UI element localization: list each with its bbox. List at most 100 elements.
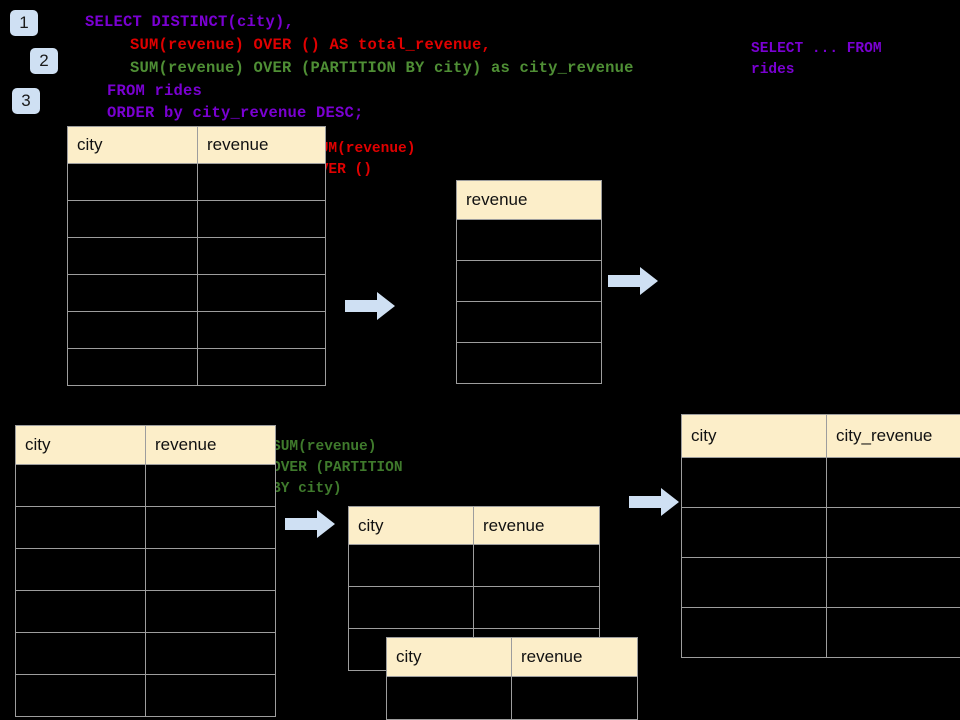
table-cell-empty: [197, 274, 326, 312]
table-cell-empty: [197, 348, 326, 386]
table-row: [15, 590, 276, 633]
table-row: [681, 557, 960, 608]
table-cell-empty: [456, 219, 602, 261]
table-cell-empty: [15, 674, 146, 717]
table-cell-empty: [826, 457, 960, 508]
table-row: [15, 464, 276, 507]
table-row: [456, 301, 602, 343]
table-row: [15, 548, 276, 591]
column-header-city: city: [348, 506, 474, 545]
table-row: [348, 544, 600, 587]
table-row: [456, 260, 602, 302]
table-row: [456, 219, 602, 261]
sql-line-5: ORDER by city_revenue DESC;: [107, 104, 364, 122]
table-cell-empty: [197, 237, 326, 275]
table-cell-empty: [15, 506, 146, 549]
arrow-top-right: [608, 267, 658, 295]
table-cell-empty: [197, 163, 326, 201]
table-cell-empty: [15, 632, 146, 675]
sql-line-3: SUM(revenue) OVER (PARTITION BY city) as…: [130, 59, 634, 77]
sum-over-partition-annotation: SUM(revenue) OVER (PARTITION BY city): [272, 439, 403, 497]
table-cell-empty: [145, 632, 276, 675]
table-row: [67, 311, 326, 349]
step-badge-2: 2: [30, 48, 58, 74]
table-row: [67, 274, 326, 312]
table-cell-empty: [67, 200, 198, 238]
table-cell-empty: [67, 348, 198, 386]
table-row: [67, 348, 326, 386]
table-row: [681, 607, 960, 658]
column-header-revenue: revenue: [145, 425, 276, 465]
table-cell-empty: [681, 457, 827, 508]
table-cell-empty: [473, 586, 600, 629]
table-cell-empty: [681, 507, 827, 558]
table-cell-empty: [681, 607, 827, 658]
table-cell-empty: [15, 548, 146, 591]
table-header-row: revenue: [456, 180, 602, 220]
table-cell-empty: [348, 586, 474, 629]
column-header-city: city: [386, 637, 512, 677]
table-cell-empty: [15, 590, 146, 633]
table-row: [15, 674, 276, 717]
table-cell-empty: [197, 200, 326, 238]
column-header-revenue: revenue: [456, 180, 602, 220]
sum-over-empty-annotation: SUM(revenue) OVER (): [311, 141, 416, 178]
table-cell-empty: [145, 506, 276, 549]
select-from-rides-annotation: SELECT ... FROM rides: [751, 41, 882, 78]
arrow-bottom-right: [629, 488, 679, 516]
step-badge-3: 3: [12, 88, 40, 114]
sql-line-1: SELECT DISTINCT(city),: [85, 13, 295, 31]
table-cell-empty: [15, 464, 146, 507]
table-cell-empty: [67, 311, 198, 349]
column-header-city: city: [15, 425, 146, 465]
table-cell-empty: [67, 237, 198, 275]
table-cell-empty: [456, 342, 602, 384]
table-cell-empty: [348, 544, 474, 587]
table-row: [67, 200, 326, 238]
column-header-city_revenue: city_revenue: [826, 414, 960, 458]
sql-line-2: SUM(revenue) OVER () AS total_revenue,: [130, 36, 492, 54]
table-row: [15, 632, 276, 675]
arrow-bottom-left: [285, 510, 335, 538]
column-header-city: city: [681, 414, 827, 458]
table-cell-empty: [456, 301, 602, 343]
table-cell-empty: [456, 260, 602, 302]
table-cell-empty: [681, 557, 827, 608]
total-revenue-table: revenue: [456, 180, 602, 384]
table-cell-empty: [67, 274, 198, 312]
column-header-revenue: revenue: [511, 637, 638, 677]
table-cell-empty: [386, 676, 512, 720]
table-row: [456, 342, 602, 384]
table-cell-empty: [145, 464, 276, 507]
table-row: [348, 586, 600, 629]
table-row: [67, 237, 326, 275]
arrow-top-left: [345, 292, 395, 320]
column-header-revenue: revenue: [473, 506, 600, 545]
table-row: [681, 507, 960, 558]
table-row: [15, 506, 276, 549]
table-cell-empty: [197, 311, 326, 349]
table-cell-empty: [145, 674, 276, 717]
column-header-city: city: [67, 126, 198, 164]
table-row: [67, 163, 326, 201]
table-cell-empty: [473, 544, 600, 587]
sql-line-4: FROM rides: [107, 82, 203, 100]
table-cell-empty: [511, 676, 638, 720]
table-cell-empty: [826, 607, 960, 658]
table-cell-empty: [67, 163, 198, 201]
table-cell-empty: [826, 557, 960, 608]
table-row: [681, 457, 960, 508]
column-header-revenue: revenue: [197, 126, 326, 164]
table-cell-empty: [826, 507, 960, 558]
table-cell-empty: [145, 548, 276, 591]
